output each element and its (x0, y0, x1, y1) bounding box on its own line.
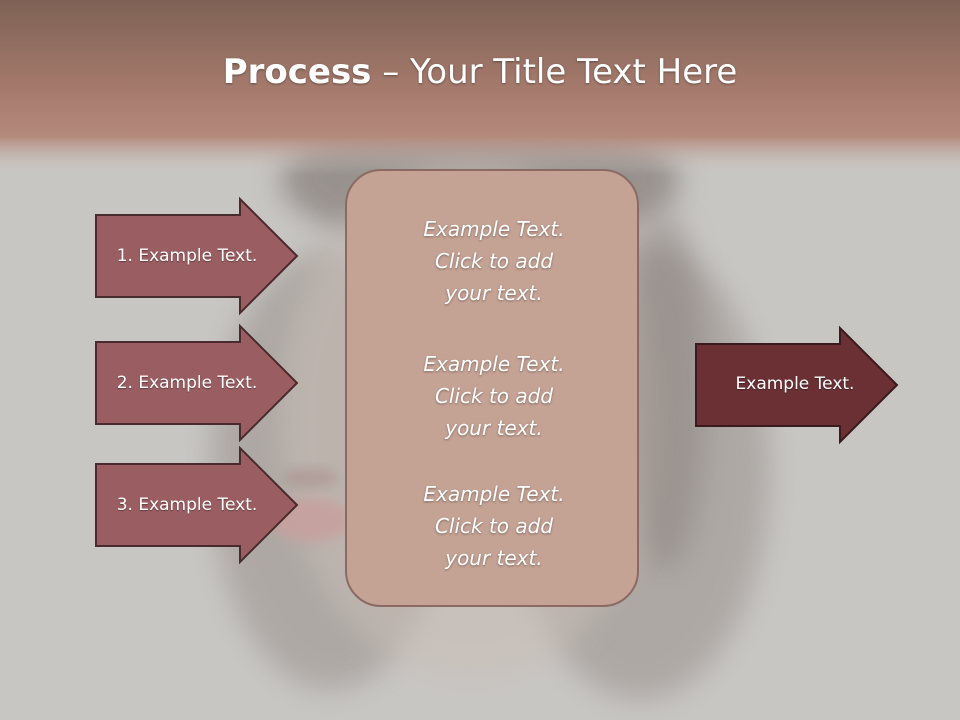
center-paragraph-1: Example Text. Click to add your text. (347, 213, 641, 309)
left-arrow-2-label[interactable]: 2. Example Text. (116, 373, 258, 393)
left-arrow-3-shape[interactable] (95, 445, 299, 565)
center-paragraph-2: Example Text. Click to add your text. (347, 348, 641, 444)
left-arrow-1-label[interactable]: 1. Example Text. (116, 246, 258, 266)
left-arrow-1-shape[interactable] (95, 196, 299, 316)
left-arrow-2-shape[interactable] (95, 323, 299, 443)
title-rest: – Your Title Text Here (371, 52, 738, 92)
paragraph-line: Click to add (434, 249, 554, 273)
slide-title[interactable]: Process – Your Title Text Here (0, 52, 960, 92)
center-text-box[interactable]: Example Text. Click to add your text. Ex… (345, 169, 639, 607)
left-arrow-3-label[interactable]: 3. Example Text. (116, 495, 258, 515)
paragraph-line: Click to add (434, 384, 554, 408)
center-paragraph-3: Example Text. Click to add your text. (347, 478, 641, 574)
paragraph-line: your text. (445, 416, 543, 440)
title-bold: Process (222, 52, 372, 92)
paragraph-line: Example Text. (423, 482, 565, 506)
paragraph-line: your text. (445, 281, 543, 305)
paragraph-line: Click to add (434, 514, 554, 538)
paragraph-line: your text. (445, 546, 543, 570)
right-arrow-shape[interactable] (695, 325, 899, 445)
right-arrow-label[interactable]: Example Text. (735, 374, 855, 394)
paragraph-line: Example Text. (423, 217, 565, 241)
paragraph-line: Example Text. (423, 352, 565, 376)
